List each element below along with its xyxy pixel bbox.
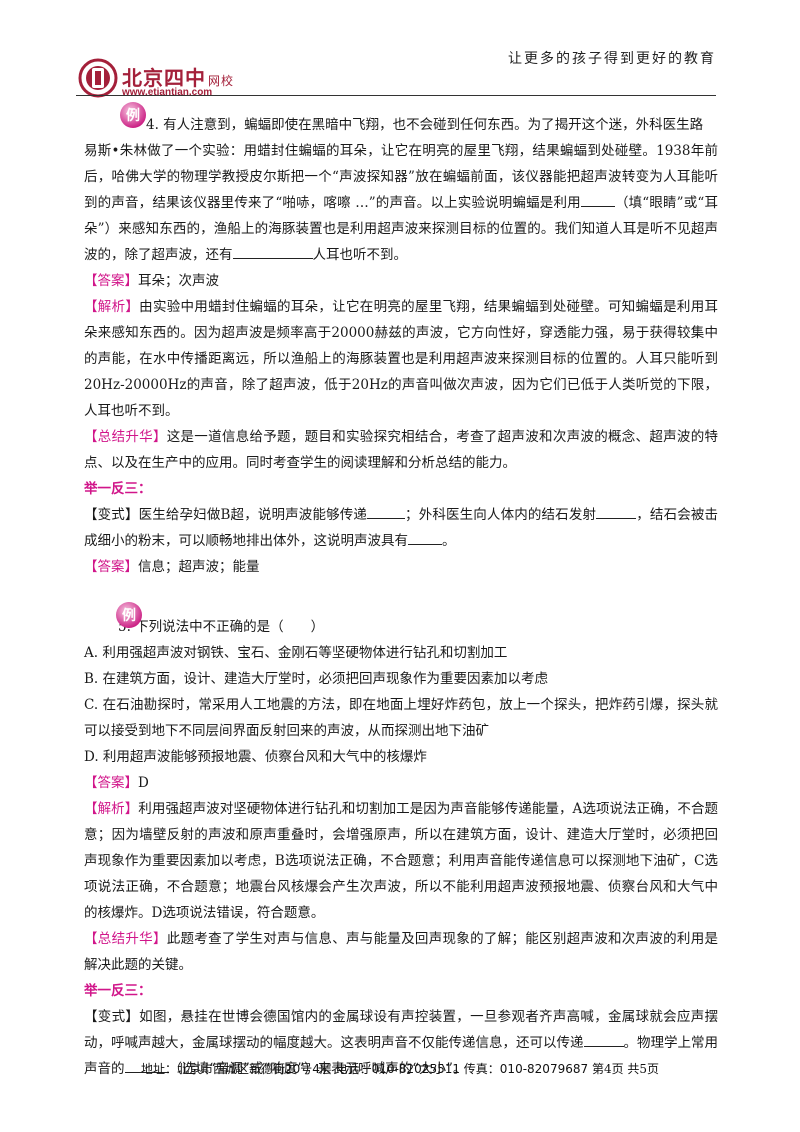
option-c: C. 在石油勘探时，常采用人工地震的方法，即在地面上埋好炸药包，放上一个探头，把… [84, 697, 718, 739]
main-content: 例 4. 有人注意到，蝙蝠即使在黑暗中飞翔，也不会碰到任何东西。为了揭开这个迷，… [84, 102, 719, 1082]
logo-emblem-icon [78, 58, 118, 98]
example-badge-icon: 例 [114, 600, 142, 628]
option-d: D. 利用超声波能够预报地震、侦察台风和大气中的核爆炸 [84, 749, 427, 765]
question-5-variant: 【变式】如图，悬挂在世博会德国馆内的金属球设有声控装置，一旦参观者齐声高喊，金属… [84, 1009, 718, 1077]
svg-text:例: 例 [126, 107, 140, 124]
question-5-line1: 5. 下列说法中不正确的是（ ） [118, 619, 325, 635]
question-5-analysis: 【解析】利用强超声波对坚硬物体进行钻孔和切割加工是因为声音能够传递能量，A选项说… [84, 801, 719, 921]
page-footer: 地址：北京市西城区新德街20号4层 电话：010-82025511 传真：010… [0, 1060, 800, 1077]
question-5-juyi: 举一反三： [84, 983, 152, 999]
example-badge-icon: 例 [118, 100, 146, 128]
question-5: 例 5. 下列说法中不正确的是（ ） A. 利用强超声波对钢铁、宝石、金刚石等坚… [84, 602, 719, 1082]
question-5-answer: 【答案】D [84, 775, 149, 791]
svg-text:例: 例 [122, 607, 136, 624]
footer-contact: 地址：北京市西城区新德街20号4层 电话：010-82025511 传真：010… [140, 1062, 589, 1076]
page-number: 第4页 共5页 [591, 1062, 660, 1076]
option-a: A. 利用强超声波对钢铁、宝石、金刚石等坚硬物体进行钻孔和切割加工 [84, 645, 508, 661]
page-header: 北京四中网校 www.etiantian.com 让更多的孩子得到更好的教育 [0, 0, 800, 110]
question-4-answer: 【答案】耳朵；次声波 [84, 273, 219, 289]
question-4-variant: 【变式】医生给孕妇做B超，说明声波能够传递；外科医生向人体内的结石发射，结石会被… [84, 502, 718, 554]
question-4-line1: 4. 有人注意到，蝙蝠即使在黑暗中飞翔，也不会碰到任何东西。为了揭开这个迷，外科… [146, 117, 704, 133]
question-4-summary: 【总结升华】这是一道信息给予题，题目和实验探究相结合，考查了超声波和次声波的概念… [84, 429, 718, 471]
option-b: B. 在建筑方面，设计、建造大厅堂时，必须把回声现象作为重要因素加以考虑 [84, 671, 549, 687]
logo-url: www.etiantian.com [122, 87, 213, 98]
question-5-summary: 【总结升华】此题考查了学生对声与信息、声与能量及回声现象的了解；能区别超声波和次… [84, 931, 718, 973]
question-4: 例 4. 有人注意到，蝙蝠即使在黑暗中飞翔，也不会碰到任何东西。为了揭开这个迷，… [84, 102, 718, 580]
question-4-variant-answer: 【答案】信息；超声波；能量 [84, 559, 260, 575]
question-4-stem: 易斯•朱林做了一个实验：用蜡封住蝙蝠的耳朵，让它在明亮的屋里飞翔，结果蝙蝠到处碰… [84, 143, 718, 263]
header-divider [76, 95, 716, 96]
slogan: 让更多的孩子得到更好的教育 [508, 51, 716, 67]
question-4-juyi: 举一反三： [84, 481, 152, 497]
logo: 北京四中网校 www.etiantian.com [78, 58, 268, 108]
question-4-analysis: 【解析】由实验中用蜡封住蝙蝠的耳朵，让它在明亮的屋里飞翔，结果蝙蝠到处碰壁。可知… [84, 299, 718, 419]
logo-text: 北京四中网校 [122, 66, 235, 90]
